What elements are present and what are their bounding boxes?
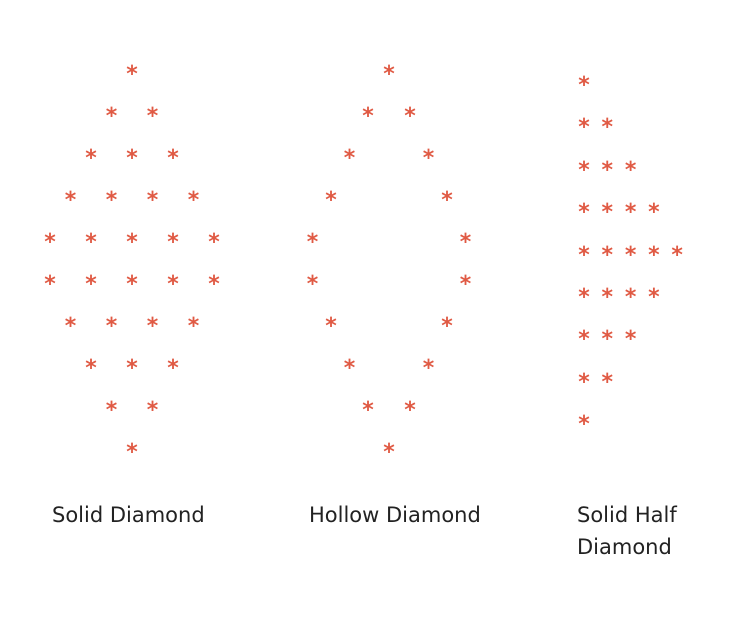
star: * (383, 440, 395, 465)
star: * (624, 242, 637, 268)
star: * (44, 272, 56, 297)
star: * (64, 314, 77, 339)
star: * (85, 146, 97, 171)
star: * (578, 285, 590, 310)
star: * (208, 230, 220, 255)
star: * (105, 314, 118, 339)
star: * (44, 230, 56, 255)
star: * (126, 356, 138, 381)
star: * (624, 285, 637, 310)
star: * (404, 104, 416, 129)
star: * (362, 398, 374, 423)
star: * (167, 356, 179, 381)
star: * (325, 188, 337, 213)
star: * (126, 440, 138, 465)
star: * (105, 398, 118, 423)
star: * (146, 104, 159, 129)
solid-half-diamond-label: Solid Half Diamond (577, 499, 677, 563)
star: * (325, 314, 337, 339)
star: * (441, 188, 453, 213)
star: * (671, 242, 683, 268)
hollow-diamond-label: Hollow Diamond (309, 503, 481, 527)
star: * (422, 356, 435, 381)
star: * (187, 188, 200, 213)
star: * (343, 356, 356, 381)
star: * (459, 272, 472, 297)
star: * (146, 188, 159, 213)
solid-half-diamond-label-line-2: Diamond (577, 535, 672, 559)
star: * (601, 327, 614, 353)
star: * (441, 314, 453, 339)
star: * (306, 230, 319, 255)
star: * (648, 200, 660, 226)
star: * (126, 272, 138, 297)
star: * (459, 230, 472, 255)
star: * (404, 398, 416, 423)
star: * (578, 115, 590, 141)
star: * (85, 356, 97, 381)
star: * (187, 314, 200, 339)
star: * (167, 230, 179, 255)
star: * (578, 327, 590, 353)
solid-half-diamond-label-line-1: Solid Half (577, 503, 677, 527)
star: * (306, 272, 319, 297)
star: * (422, 146, 435, 171)
star: * (601, 242, 614, 268)
star: * (362, 104, 374, 129)
star: * (208, 272, 220, 297)
star: * (601, 369, 614, 395)
star: * (126, 146, 138, 171)
star: * (624, 327, 637, 353)
star: * (64, 188, 77, 213)
star: * (105, 104, 118, 129)
star: * (624, 200, 637, 226)
star: * (126, 62, 138, 87)
star: * (146, 314, 159, 339)
star: * (85, 272, 97, 297)
star: * (578, 200, 590, 226)
star: * (601, 115, 614, 141)
star: * (126, 230, 138, 255)
star: * (578, 412, 590, 438)
star: * (601, 200, 614, 226)
star: * (578, 157, 590, 183)
star: * (578, 73, 590, 98)
star: * (578, 242, 590, 268)
star: * (601, 157, 614, 183)
star: * (167, 272, 179, 297)
star: * (167, 146, 179, 171)
solid-diamond-label: Solid Diamond (52, 503, 205, 527)
star: * (105, 188, 118, 213)
star: * (85, 230, 97, 255)
star: * (648, 242, 660, 268)
star: * (343, 146, 356, 171)
star: * (578, 369, 590, 395)
star: * (383, 62, 395, 87)
star: * (146, 398, 159, 423)
star: * (624, 157, 637, 183)
star: * (648, 285, 660, 310)
star: * (601, 285, 614, 310)
